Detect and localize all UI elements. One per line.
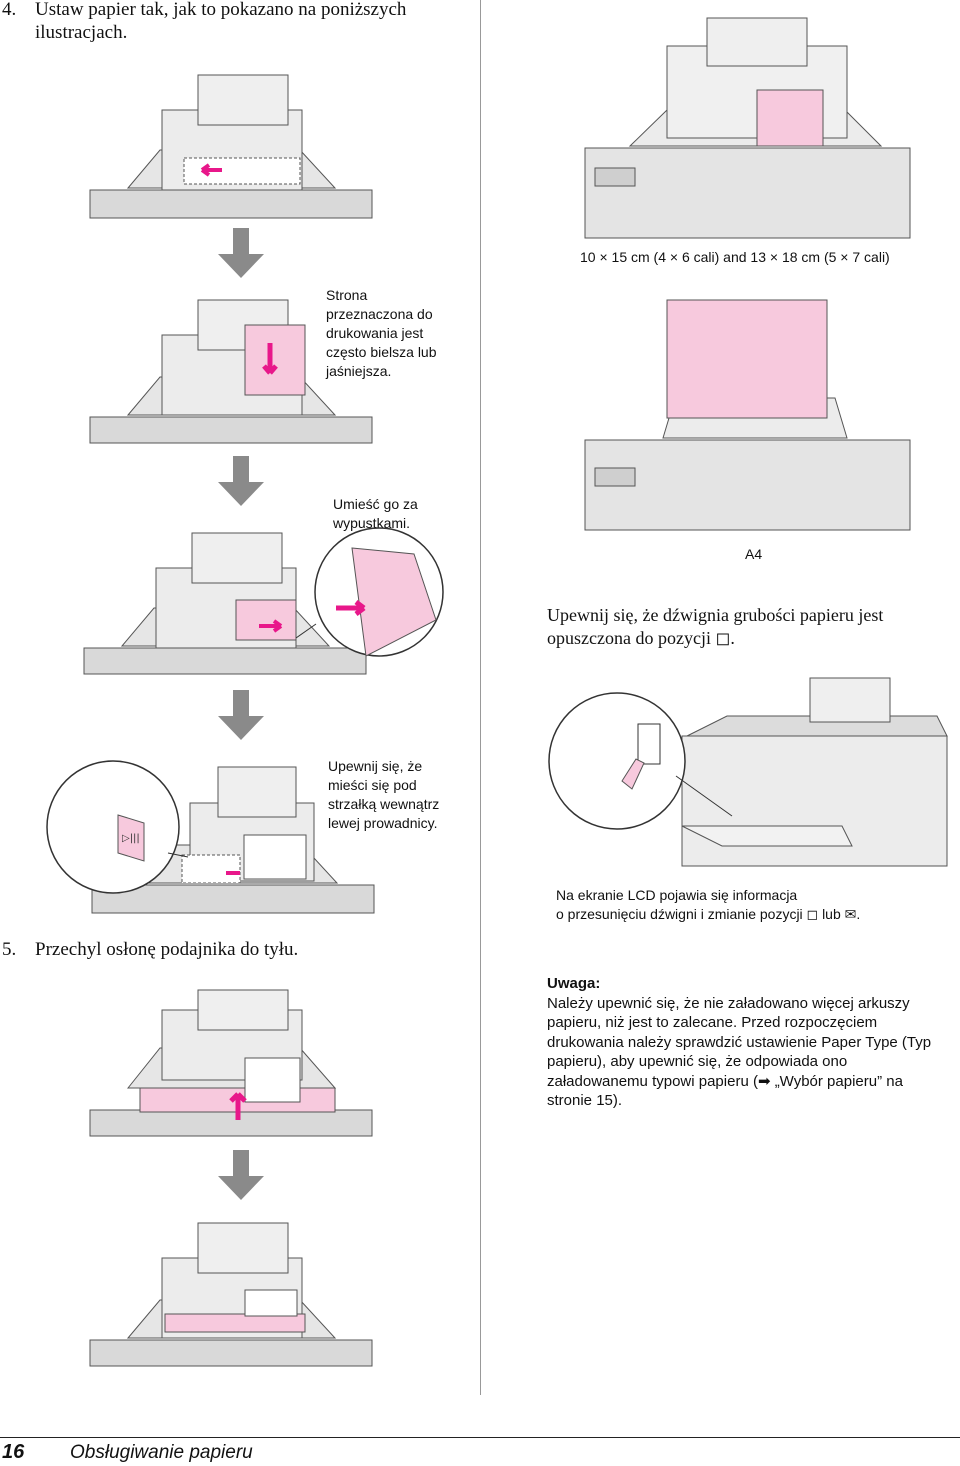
step-down-arrow-3 — [218, 690, 264, 740]
step-4-text-line1: Ustaw papier tak, jak to pokazano na pon… — [35, 0, 407, 20]
printer-illustration-2 — [89, 299, 373, 444]
lever-note-line1: Upewnij się, że dźwignia grubości papier… — [547, 605, 884, 625]
printer-illustration-4: ▷||| — [46, 760, 375, 914]
caption-line: Upewnij się, że — [328, 758, 423, 774]
caption-line: jaśniejsza. — [326, 363, 392, 379]
printer-lcd-illustration — [548, 677, 948, 867]
caption-line: Umieść go za — [333, 496, 418, 512]
page-number: 16 — [2, 1441, 25, 1463]
printer-illustration-a4 — [584, 299, 911, 531]
note-line: drukowania należy sprawdzić ustawienie P… — [547, 1033, 932, 1051]
note-line: papieru, niż jest to zalecane. Przed roz… — [547, 1014, 878, 1031]
caption-line: często bielsza lub — [326, 344, 437, 360]
caption-line: Na ekranie LCD pojawia się informacja — [556, 887, 798, 903]
caption-a4: A4 — [745, 546, 763, 562]
note-line: papieru), aby upewnić się, że odpowiada … — [547, 1053, 848, 1070]
caption-small-sizes: 10 × 15 cm (4 × 6 cali) and 13 × 18 cm (… — [580, 249, 890, 265]
caption-line: Strona — [326, 287, 368, 303]
printer-illustration-5 — [89, 989, 373, 1137]
caption-line: mieści się pod — [328, 777, 417, 793]
caption-under-tabs: Umieść go za wypustkami. — [333, 495, 418, 533]
lever-note: Upewnij się, że dźwignia grubości papier… — [547, 604, 883, 650]
note-line: stronie 15). — [547, 1092, 623, 1109]
column-divider — [480, 0, 481, 1395]
step-down-arrow-4 — [218, 1150, 264, 1200]
step-4-text-line2: ilustracjach. — [35, 22, 128, 43]
caption-under-arrow: Upewnij się, że mieści się pod strzałką … — [328, 757, 439, 833]
step-5-number: 5. — [2, 939, 17, 960]
caption-line: przeznaczona do — [326, 306, 433, 322]
step-down-arrow-1 — [218, 228, 264, 278]
footer-section-title: Obsługiwanie papieru — [70, 1442, 253, 1463]
caption-line: lewej prowadnicy. — [328, 815, 438, 831]
step-4-number: 4. — [2, 0, 17, 20]
printer-illustration-small-paper — [584, 17, 911, 239]
printer-illustration-3 — [83, 527, 444, 675]
lever-note-line2: opuszczona do pozycji ◻. — [547, 628, 735, 648]
step-5-text: Przechyl osłonę podajnika do tyłu. — [35, 939, 299, 960]
caption-line: o przesunięciu dźwigni i zmianie pozycji… — [556, 906, 861, 922]
step-down-arrow-2 — [218, 456, 264, 506]
caption-printable-side: Strona przeznaczona do drukowania jest c… — [326, 286, 437, 381]
svg-text:▷|||: ▷||| — [122, 833, 140, 844]
note-line: załadowanemu typowi papieru (➡ „Wybór pa… — [547, 1072, 903, 1090]
printer-illustration-6 — [89, 1222, 373, 1367]
caption-lcd: Na ekranie LCD pojawia się informacja o … — [556, 886, 860, 924]
footer-rule — [0, 1437, 960, 1438]
note-box: Uwaga: Należy upewnić się, że nie załado… — [547, 974, 931, 1111]
note-line: Należy upewnić się, że nie załadowano wi… — [547, 994, 910, 1012]
printer-illustration-1 — [89, 74, 373, 219]
caption-line: drukowania jest — [326, 325, 424, 341]
note-title: Uwaga: — [547, 975, 601, 992]
caption-line: strzałką wewnątrz — [328, 796, 440, 812]
caption-line: wypustkami. — [333, 515, 411, 531]
